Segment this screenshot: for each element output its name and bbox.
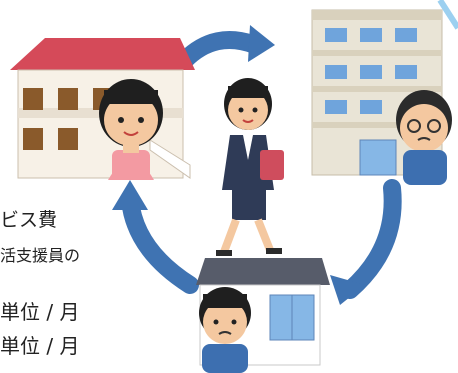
unit-per-month-text-2: 単位 / 月: [0, 334, 80, 358]
staff-text: 活支援員の: [0, 246, 81, 265]
commuting-woman: [216, 78, 284, 256]
arrow-top: [176, 31, 264, 69]
arrowhead-left: [112, 180, 148, 210]
decorative-stroke: [437, 0, 458, 30]
young-man-resident: [199, 287, 251, 373]
woman-resident: [99, 79, 163, 180]
service-fee-text: ビス費: [0, 209, 58, 231]
arrowhead-top: [248, 25, 275, 62]
arrow-left: [121, 191, 199, 294]
unit-per-month-text-1: 単位 / 月: [0, 300, 80, 324]
older-man-resident: [396, 90, 452, 185]
arrow-right: [341, 179, 402, 299]
arrowhead-right: [330, 275, 365, 305]
